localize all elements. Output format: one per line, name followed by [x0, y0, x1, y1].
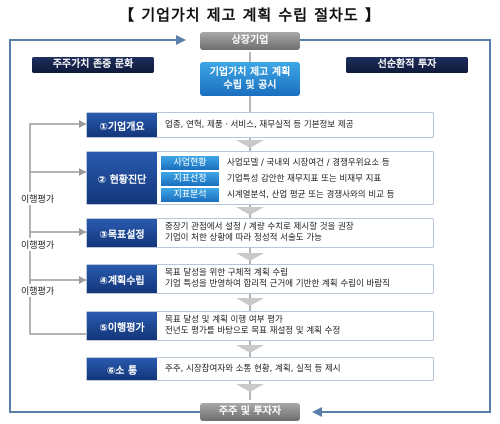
side-label-eval-1: 이행평가 [20, 192, 56, 205]
chevron-5 [236, 345, 264, 353]
step-1-row: ①기업개요 업종, 연혁, 제품ㆍ서비스, 재무실적 등 기본정보 제공 [86, 112, 434, 138]
chevron-2 [236, 207, 264, 215]
sub-tag-business: 사업현황 [161, 156, 219, 170]
sub-tag-indicator-analysis: 지표분석 [161, 188, 219, 202]
side-label-eval-2: 이행평가 [20, 238, 56, 251]
chevron-1 [236, 140, 264, 148]
chevron-4 [236, 298, 264, 306]
plan-box-line2: 수립 및 공시 [223, 80, 277, 91]
left-banner: 주주가치 존중 문화 [32, 57, 154, 73]
listed-company-box: 상장기업 [200, 32, 300, 50]
side-label-eval-3: 이행평가 [20, 284, 56, 297]
diagram-title: 【 기업가치 제고 계획 수립 절차도 】 [119, 6, 381, 24]
step-4-label: ④계획수립 [87, 265, 157, 293]
chevron-3 [236, 253, 264, 261]
step-3-label: ③목표설정 [87, 219, 157, 247]
sub-text-business: 사업모델 / 국내외 시장여건 / 경쟁우위요소 등 [227, 158, 390, 168]
step-6-desc: 주주, 시장참여자와 소통 현황, 계획, 실적 등 제시 [165, 358, 429, 380]
step-2-sub-3: 지표분석 시계열분석, 산업 평균 또는 경쟁사와의 비교 등 [161, 188, 429, 202]
step-5-desc: 목표 달성 및 계획 이행 여부 평가 전년도 평가를 바탕으로 목표 재설정 … [165, 312, 429, 340]
step-4-desc-line-1: 목표 달성을 위한 구체적 계획 수립 [165, 268, 288, 278]
sub-text-indicator-select: 기업특성 감안한 재무지표 또는 비재무 지표 [227, 174, 382, 184]
step-5-row: ⑤이행평가 목표 달성 및 계획 이행 여부 평가 전년도 평가를 바탕으로 목… [86, 311, 434, 341]
step-5-desc-line-2: 전년도 평가를 바탕으로 목표 재설정 및 계획 수정 [165, 326, 341, 336]
outer-arrow-right [312, 407, 322, 417]
step-6-label: ⑥소 통 [87, 358, 157, 380]
plan-box-line1: 기업가치 제고 계획 [209, 67, 291, 78]
step-2-sub-1: 사업현황 사업모델 / 국내외 시장여건 / 경쟁우위요소 등 [161, 156, 429, 170]
step-3-desc-line-2: 기업이 처한 상황에 따라 정성적 서술도 가능 [165, 233, 322, 243]
step-3-desc-line-1: 중장기 관점에서 설정 / 계량 수치로 제시할 것을 권장 [165, 222, 354, 232]
step-6-desc-line: 주주, 시장참여자와 소통 현황, 계획, 실적 등 제시 [165, 363, 341, 374]
feedback-bracket [29, 123, 86, 335]
feedback-arrow-3 [79, 228, 86, 236]
step-6-row: ⑥소 통 주주, 시장참여자와 소통 현황, 계획, 실적 등 제시 [86, 357, 434, 381]
step-5-desc-line-1: 목표 달성 및 계획 이행 여부 평가 [165, 315, 283, 325]
step-2-label: ② 현황진단 [87, 152, 157, 204]
sub-text-indicator-analysis: 시계열분석, 산업 평균 또는 경쟁사와의 비교 등 [227, 190, 395, 200]
step-2-row: ② 현황진단 사업현황 사업모델 / 국내외 시장여건 / 경쟁우위요소 등 지… [86, 151, 434, 205]
right-banner: 선순환적 투자 [346, 57, 468, 73]
outer-loop-right [300, 39, 491, 413]
feedback-arrow-2 [79, 168, 86, 176]
feedback-arrow-1 [79, 120, 86, 128]
step-4-desc: 목표 달성을 위한 구체적 계획 수립 기업 특성을 반영하여 합리적 근거에 … [165, 265, 429, 293]
plan-box: 기업가치 제고 계획 수립 및 공시 [200, 62, 300, 96]
step-3-desc: 중장기 관점에서 설정 / 계량 수치로 제시할 것을 권장 기업이 처한 상황… [165, 219, 429, 247]
shareholders-box: 주주 및 투자자 [200, 403, 300, 421]
step-4-desc-line-2: 기업 특성을 반영하여 합리적 근거에 기반한 계획 수립이 바람직 [165, 279, 390, 289]
step-3-row: ③목표설정 중장기 관점에서 설정 / 계량 수치로 제시할 것을 권장 기업이… [86, 218, 434, 248]
outer-loop-left [9, 39, 200, 413]
step-2-sub-2: 지표선정 기업특성 감안한 재무지표 또는 비재무 지표 [161, 172, 429, 186]
step-1-desc: 업종, 연혁, 제품ㆍ서비스, 재무실적 등 기본정보 제공 [165, 113, 429, 137]
sub-tag-indicator-select: 지표선정 [161, 172, 219, 186]
chevron-6 [236, 384, 264, 392]
step-1-desc-line: 업종, 연혁, 제품ㆍ서비스, 재무실적 등 기본정보 제공 [165, 119, 354, 130]
step-1-label: ①기업개요 [87, 113, 157, 137]
step-4-row: ④계획수립 목표 달성을 위한 구체적 계획 수립 기업 특성을 반영하여 합리… [86, 264, 434, 294]
step-5-label: ⑤이행평가 [87, 312, 157, 340]
outer-arrow-left [176, 35, 186, 45]
feedback-arrow-4 [79, 276, 86, 284]
